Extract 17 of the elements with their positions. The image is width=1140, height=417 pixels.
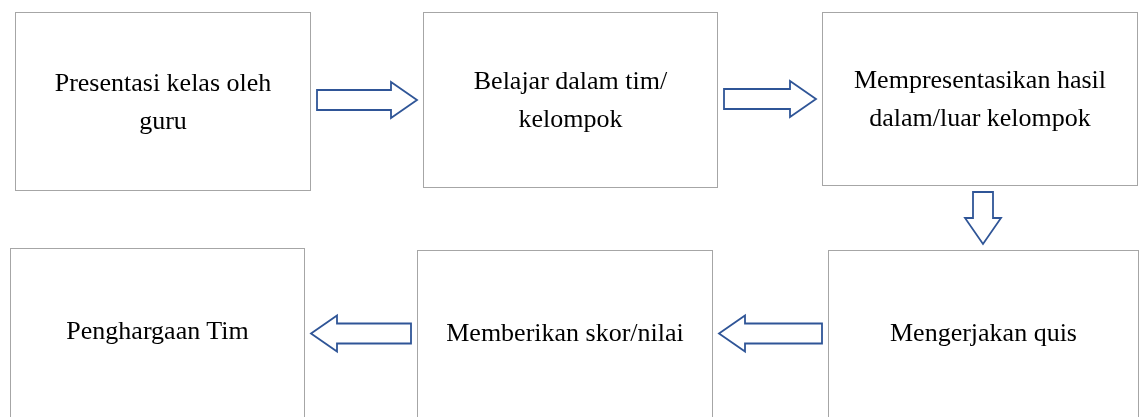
step-text: Belajar dalam tim/ kelompok bbox=[472, 65, 669, 135]
process-box bbox=[822, 12, 1138, 186]
process-box bbox=[10, 248, 305, 417]
block-arrow bbox=[316, 80, 419, 120]
block-arrow bbox=[309, 313, 412, 354]
process-box bbox=[423, 12, 718, 188]
step-text: Penghargaan Tim bbox=[66, 315, 249, 347]
block-arrow bbox=[723, 79, 818, 119]
block-arrow bbox=[963, 191, 1003, 246]
process-box bbox=[828, 250, 1139, 417]
step-text: Mengerjakan quis bbox=[890, 317, 1077, 349]
step-text: Presentasi kelas oleh guru bbox=[53, 66, 273, 137]
step-text: Mempresentasikan hasil dalam/luar kelompok bbox=[853, 64, 1107, 134]
step-text: Memberikan skor/nilai bbox=[446, 317, 684, 349]
block-arrow bbox=[717, 313, 823, 354]
process-box bbox=[417, 250, 713, 417]
process-box bbox=[15, 12, 311, 191]
